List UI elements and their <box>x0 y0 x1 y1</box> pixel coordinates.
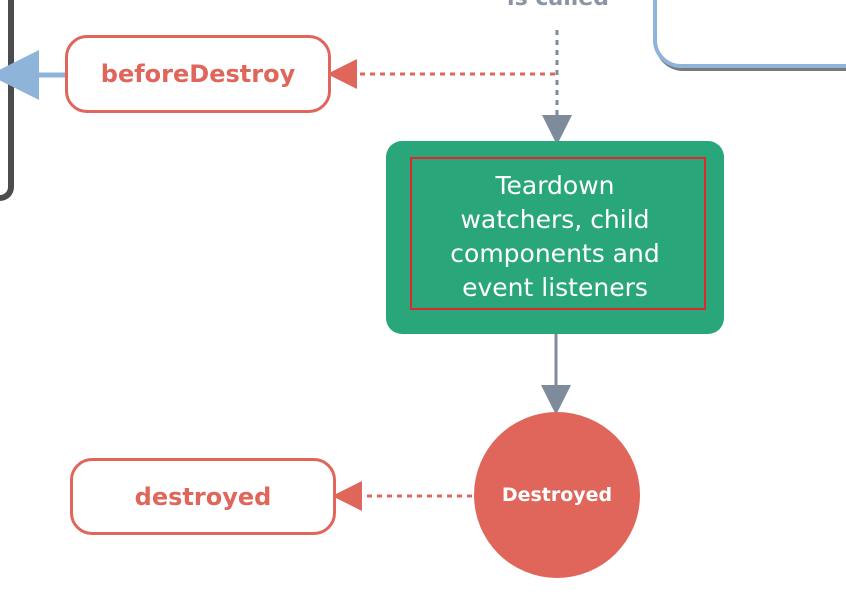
partial-note-box <box>653 0 846 68</box>
selection-highlight <box>410 157 706 310</box>
destroyed-hook: destroyed <box>70 458 336 535</box>
teardown-process-box: Teardown watchers, child components and … <box>386 141 724 334</box>
teardown-process-label: Teardown watchers, child components and … <box>450 171 660 302</box>
is-called-caption: is called <box>478 0 638 11</box>
destroyed-state-circle: Destroyed <box>474 412 640 578</box>
destroyed-state-label: Destroyed <box>501 484 613 506</box>
before-destroy-hook: beforeDestroy <box>65 35 331 113</box>
